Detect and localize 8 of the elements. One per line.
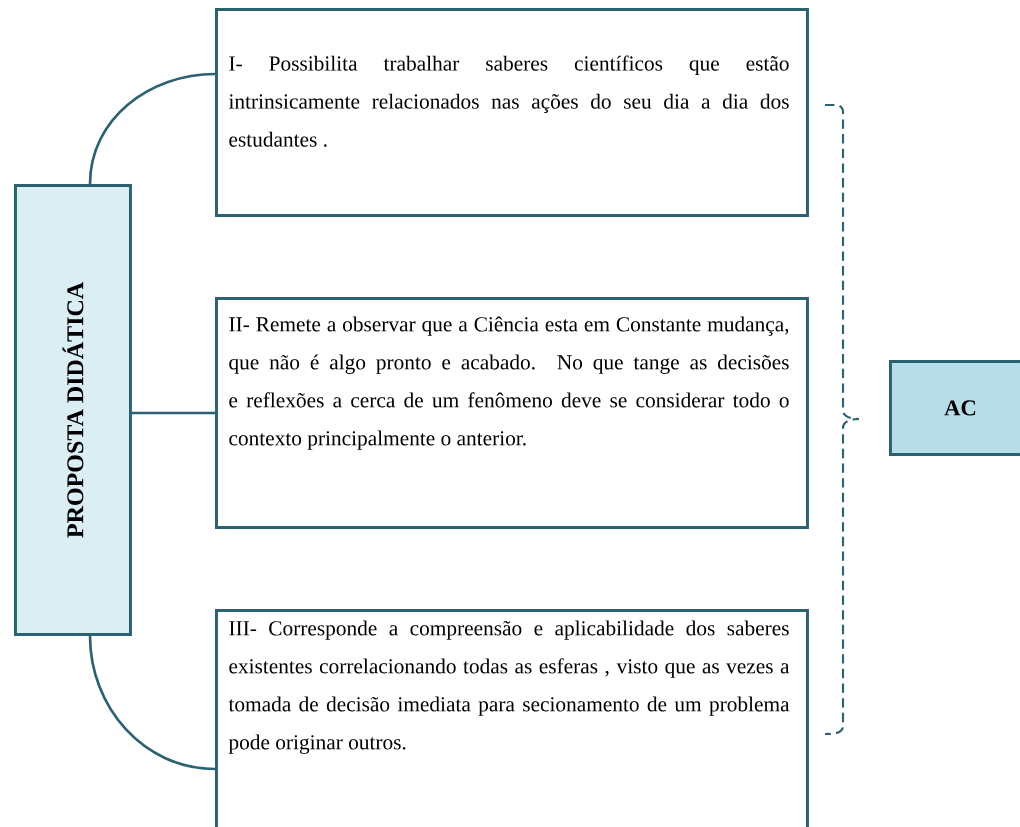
text-box: I- Possibilita trabalhar saberes científicos que estão intrinsicamente relacionados nas ações do seu dia a dia dos estudantes .: [215, 8, 809, 217]
text-box: III- Corresponde a compreensão e aplicabilidade dos saberes existentes correlacionando todas as esferas , visto que as vezes a tomada de decisão imediata para secionamento de um problema pode originar outros.: [215, 609, 809, 827]
connector-line: [88, 72, 216, 185]
connector-line: [131, 411, 215, 415]
text-box: II- Remete a observar que a Ciência esta em Constante mudança, que não é algo pronto e acabado. No que tange as decisões e reflexões a cerca de um fenômeno deve se considerar todo o contexto principalmente o anterior.: [215, 297, 809, 529]
key-box: AC: [889, 360, 1020, 456]
side-label-box: PROPOSTA DIDÁTICA: [14, 184, 132, 636]
connector-line: [88, 635, 216, 771]
